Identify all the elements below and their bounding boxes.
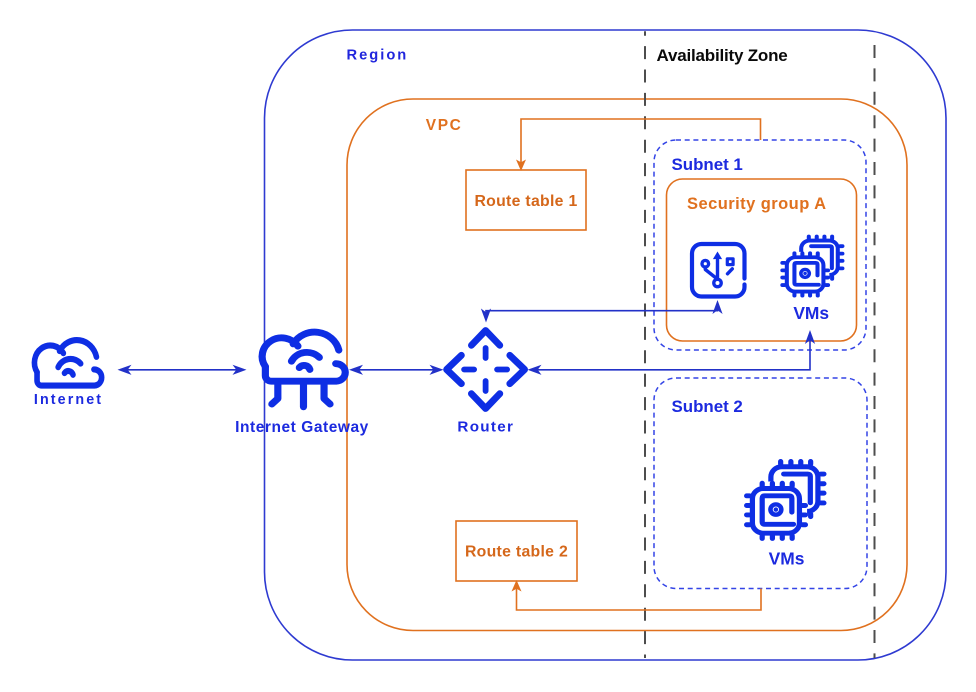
svg-text:Route table 1: Route table 1 [474, 193, 577, 210]
svg-text:VMs: VMs [793, 303, 829, 323]
svg-text:Internet: Internet [34, 392, 103, 408]
svg-text:VPC: VPC [426, 117, 463, 134]
svg-text:Availability Zone: Availability Zone [657, 46, 788, 65]
svg-text:Region: Region [347, 48, 409, 64]
svg-text:Internet Gateway: Internet Gateway [235, 419, 369, 436]
svg-text:Security group A: Security group A [687, 195, 827, 213]
svg-text:Subnet 1: Subnet 1 [672, 155, 743, 174]
svg-text:Route table 2: Route table 2 [465, 544, 568, 561]
svg-text:Subnet 2: Subnet 2 [672, 397, 743, 416]
svg-text:Router: Router [457, 418, 514, 435]
svg-text:VMs: VMs [769, 549, 805, 569]
